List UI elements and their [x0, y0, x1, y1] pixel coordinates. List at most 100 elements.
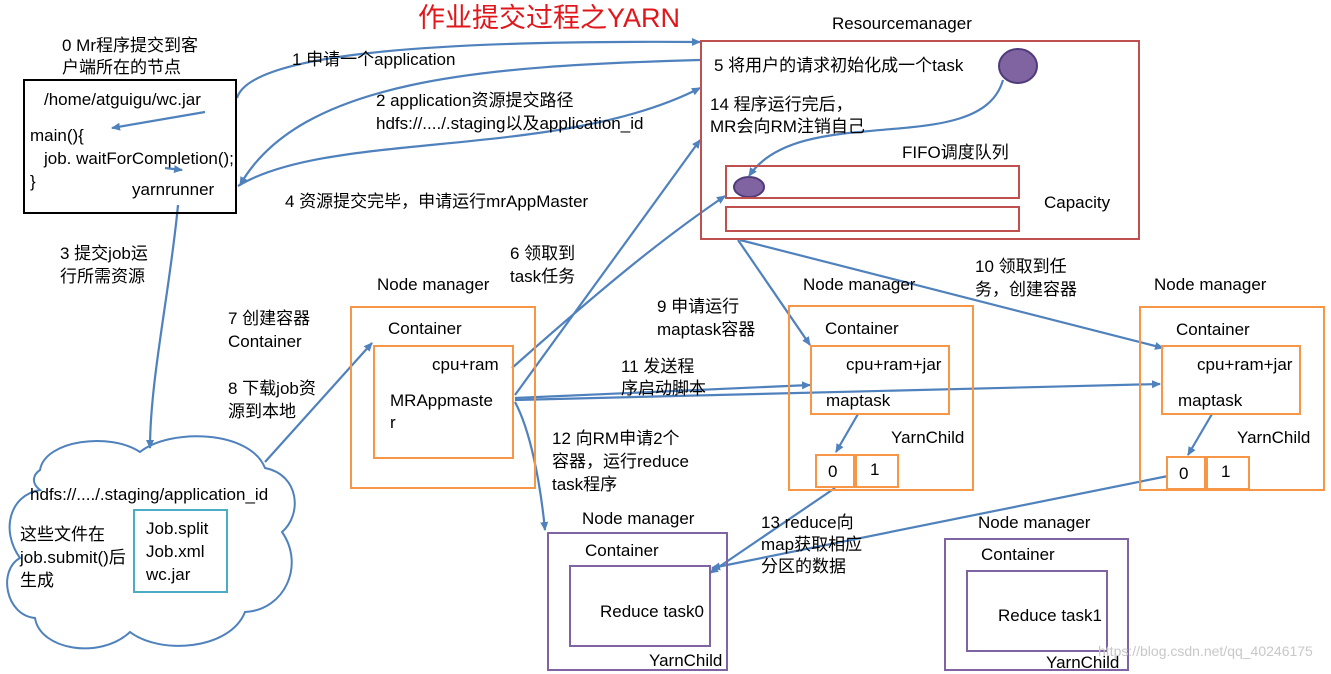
- client-code-line2: job. waitForCompletion();: [44, 149, 234, 168]
- step10-label-line2: 务，创建容器: [975, 280, 1077, 299]
- nm-appmaster-label: Node manager: [377, 275, 490, 294]
- arrow-step12: [514, 401, 549, 531]
- arrow-step11-map1: [514, 381, 811, 400]
- mrappmaster-label-line2: r: [390, 413, 396, 432]
- mrappmaster-container-box: [373, 345, 514, 459]
- nm-map2-label: Node manager: [1154, 275, 1267, 294]
- step3-label-line2: 行所需资源: [60, 267, 145, 286]
- client-yarnrunner: yarnrunner: [132, 180, 215, 199]
- client-caption-line1: 0 Mr程序提交到客: [62, 36, 198, 55]
- arrow-step14: [748, 79, 1005, 177]
- task-dot-icon: [998, 48, 1038, 84]
- map1-partition-0-label: 0: [828, 462, 838, 481]
- arrow-maptask-to-partition2: [1187, 413, 1213, 456]
- nm-reduce1-label: Node manager: [978, 513, 1091, 532]
- step13-label-line3: 分区的数据: [761, 557, 846, 576]
- arrow-step11-map2: [514, 380, 1161, 402]
- map2-task: maptask: [1178, 391, 1243, 410]
- capacity-label: Capacity: [1044, 193, 1111, 212]
- step1-label: 1 申请一个application: [292, 50, 456, 69]
- mrappmaster-label-line1: MRAppmaste: [390, 391, 493, 410]
- step6-label-line2: task任务: [510, 267, 576, 286]
- job-file-jar: wc.jar: [146, 565, 191, 584]
- reduce-task0-label: Reduce task0: [600, 602, 704, 621]
- nm-reduce1-container-label: Container: [981, 545, 1055, 564]
- step2-label-line1: 2 application资源提交路径: [376, 91, 574, 110]
- map1-task: maptask: [826, 391, 891, 410]
- fifo-queue-label: FIFO调度队列: [902, 143, 1009, 162]
- map2-container-box: [1161, 345, 1301, 415]
- step11-label-line1: 11 发送程: [621, 357, 695, 376]
- arrow-step3: [146, 204, 180, 449]
- step8-label-line2: 源到本地: [228, 402, 296, 421]
- fifo-queue-box: [725, 165, 1020, 199]
- resourcemanager-label: Resourcemanager: [832, 14, 972, 33]
- nm-map1-container-label: Container: [825, 319, 899, 338]
- hdfs-note-line1: 这些文件在: [20, 525, 105, 544]
- nm-appmaster-container-label: Container: [388, 319, 462, 338]
- reduce0-yarnchild: YarnChild: [649, 651, 723, 670]
- job-files-box: [133, 509, 228, 593]
- nm-map2-container-label: Container: [1176, 320, 1250, 339]
- map1-partition-1: [855, 454, 899, 488]
- map1-partition-0: [815, 454, 855, 488]
- arrow-step13-map2: [711, 474, 1169, 571]
- map2-partition-1-label: 1: [1221, 462, 1231, 481]
- step14-label-line2: MR会向RM注销自己: [710, 117, 865, 136]
- arrow-main-to-runner: [164, 165, 183, 174]
- step2-label-line2: hdfs://..../.staging以及application_id: [376, 114, 644, 133]
- reduce-task1-label: Reduce task1: [998, 606, 1102, 625]
- nm-reduce0-label: Node manager: [582, 509, 695, 528]
- map2-partition-0-label: 0: [1179, 464, 1189, 483]
- nm-reduce1-box: [944, 538, 1129, 671]
- map1-partition-1-label: 1: [870, 460, 880, 479]
- nm-reduce0-container-label: Container: [585, 541, 659, 560]
- step4-label: 4 资源提交完毕，申请运行mrAppMaster: [285, 192, 589, 211]
- step14-label-line1: 14 程序运行完后，: [710, 95, 853, 114]
- nm-reduce0-box: [547, 532, 728, 671]
- map1-yarnchild: YarnChild: [891, 428, 965, 447]
- step11-label-line2: 序启动脚本: [621, 379, 706, 398]
- arrow-step8: [264, 342, 373, 463]
- hdfs-note-line3: 生成: [20, 571, 54, 590]
- reduce0-container-box: [569, 565, 711, 647]
- queue-box-2: [725, 206, 1020, 232]
- step13-label-line1: 13 reduce向: [761, 513, 854, 532]
- step7-label-line1: 7 创建容器: [228, 309, 311, 328]
- client-jar-path: /home/atguigu/wc.jar: [44, 90, 201, 109]
- nm-map1-box: [788, 305, 974, 491]
- nm-map2-box: [1139, 306, 1325, 491]
- step7-label-line2: Container: [228, 332, 302, 351]
- arrow-step10: [739, 238, 1164, 350]
- map1-resources: cpu+ram+jar: [846, 355, 942, 374]
- nm-map1-label: Node manager: [803, 275, 916, 294]
- arrow-step4: [237, 87, 701, 187]
- arrow-rm-to-map1: [737, 239, 811, 346]
- map2-partition-1: [1206, 456, 1250, 490]
- step8-label-line1: 8 下载job资: [228, 379, 316, 398]
- arrow-step13-map1: [709, 487, 836, 574]
- step5-label: 5 将用户的请求初始化成一个task: [714, 56, 964, 75]
- step6-label-line1: 6 领取到: [510, 244, 576, 263]
- arrow-jar-to-main: [111, 110, 206, 131]
- map2-partition-0: [1166, 456, 1206, 490]
- arrow-step9: [514, 139, 701, 396]
- hdfs-cloud-shape: [6, 435, 296, 650]
- mrappmaster-resources: cpu+ram: [432, 355, 499, 374]
- reduce1-yarnchild: YarnChild: [1046, 653, 1120, 672]
- step9-label-line1: 9 申请运行: [657, 297, 740, 316]
- arrow-maptask-to-partition1: [835, 413, 859, 453]
- client-caption-line2: 户端所在的节点: [62, 58, 181, 77]
- job-file-split: Job.split: [146, 519, 209, 538]
- nm-appmaster-box: [350, 306, 536, 489]
- step12-label-line1: 12 向RM申请2个: [552, 429, 680, 448]
- job-file-xml: Job.xml: [146, 542, 205, 561]
- arrow-step1: [235, 37, 701, 99]
- hdfs-note-line2: job.submit()后: [20, 548, 126, 567]
- step3-label-line1: 3 提交job运: [60, 244, 148, 263]
- step10-label-line1: 10 领取到任: [975, 257, 1067, 276]
- client-code-line3: }: [30, 172, 36, 191]
- map2-yarnchild: YarnChild: [1237, 428, 1311, 447]
- map2-resources: cpu+ram+jar: [1197, 355, 1293, 374]
